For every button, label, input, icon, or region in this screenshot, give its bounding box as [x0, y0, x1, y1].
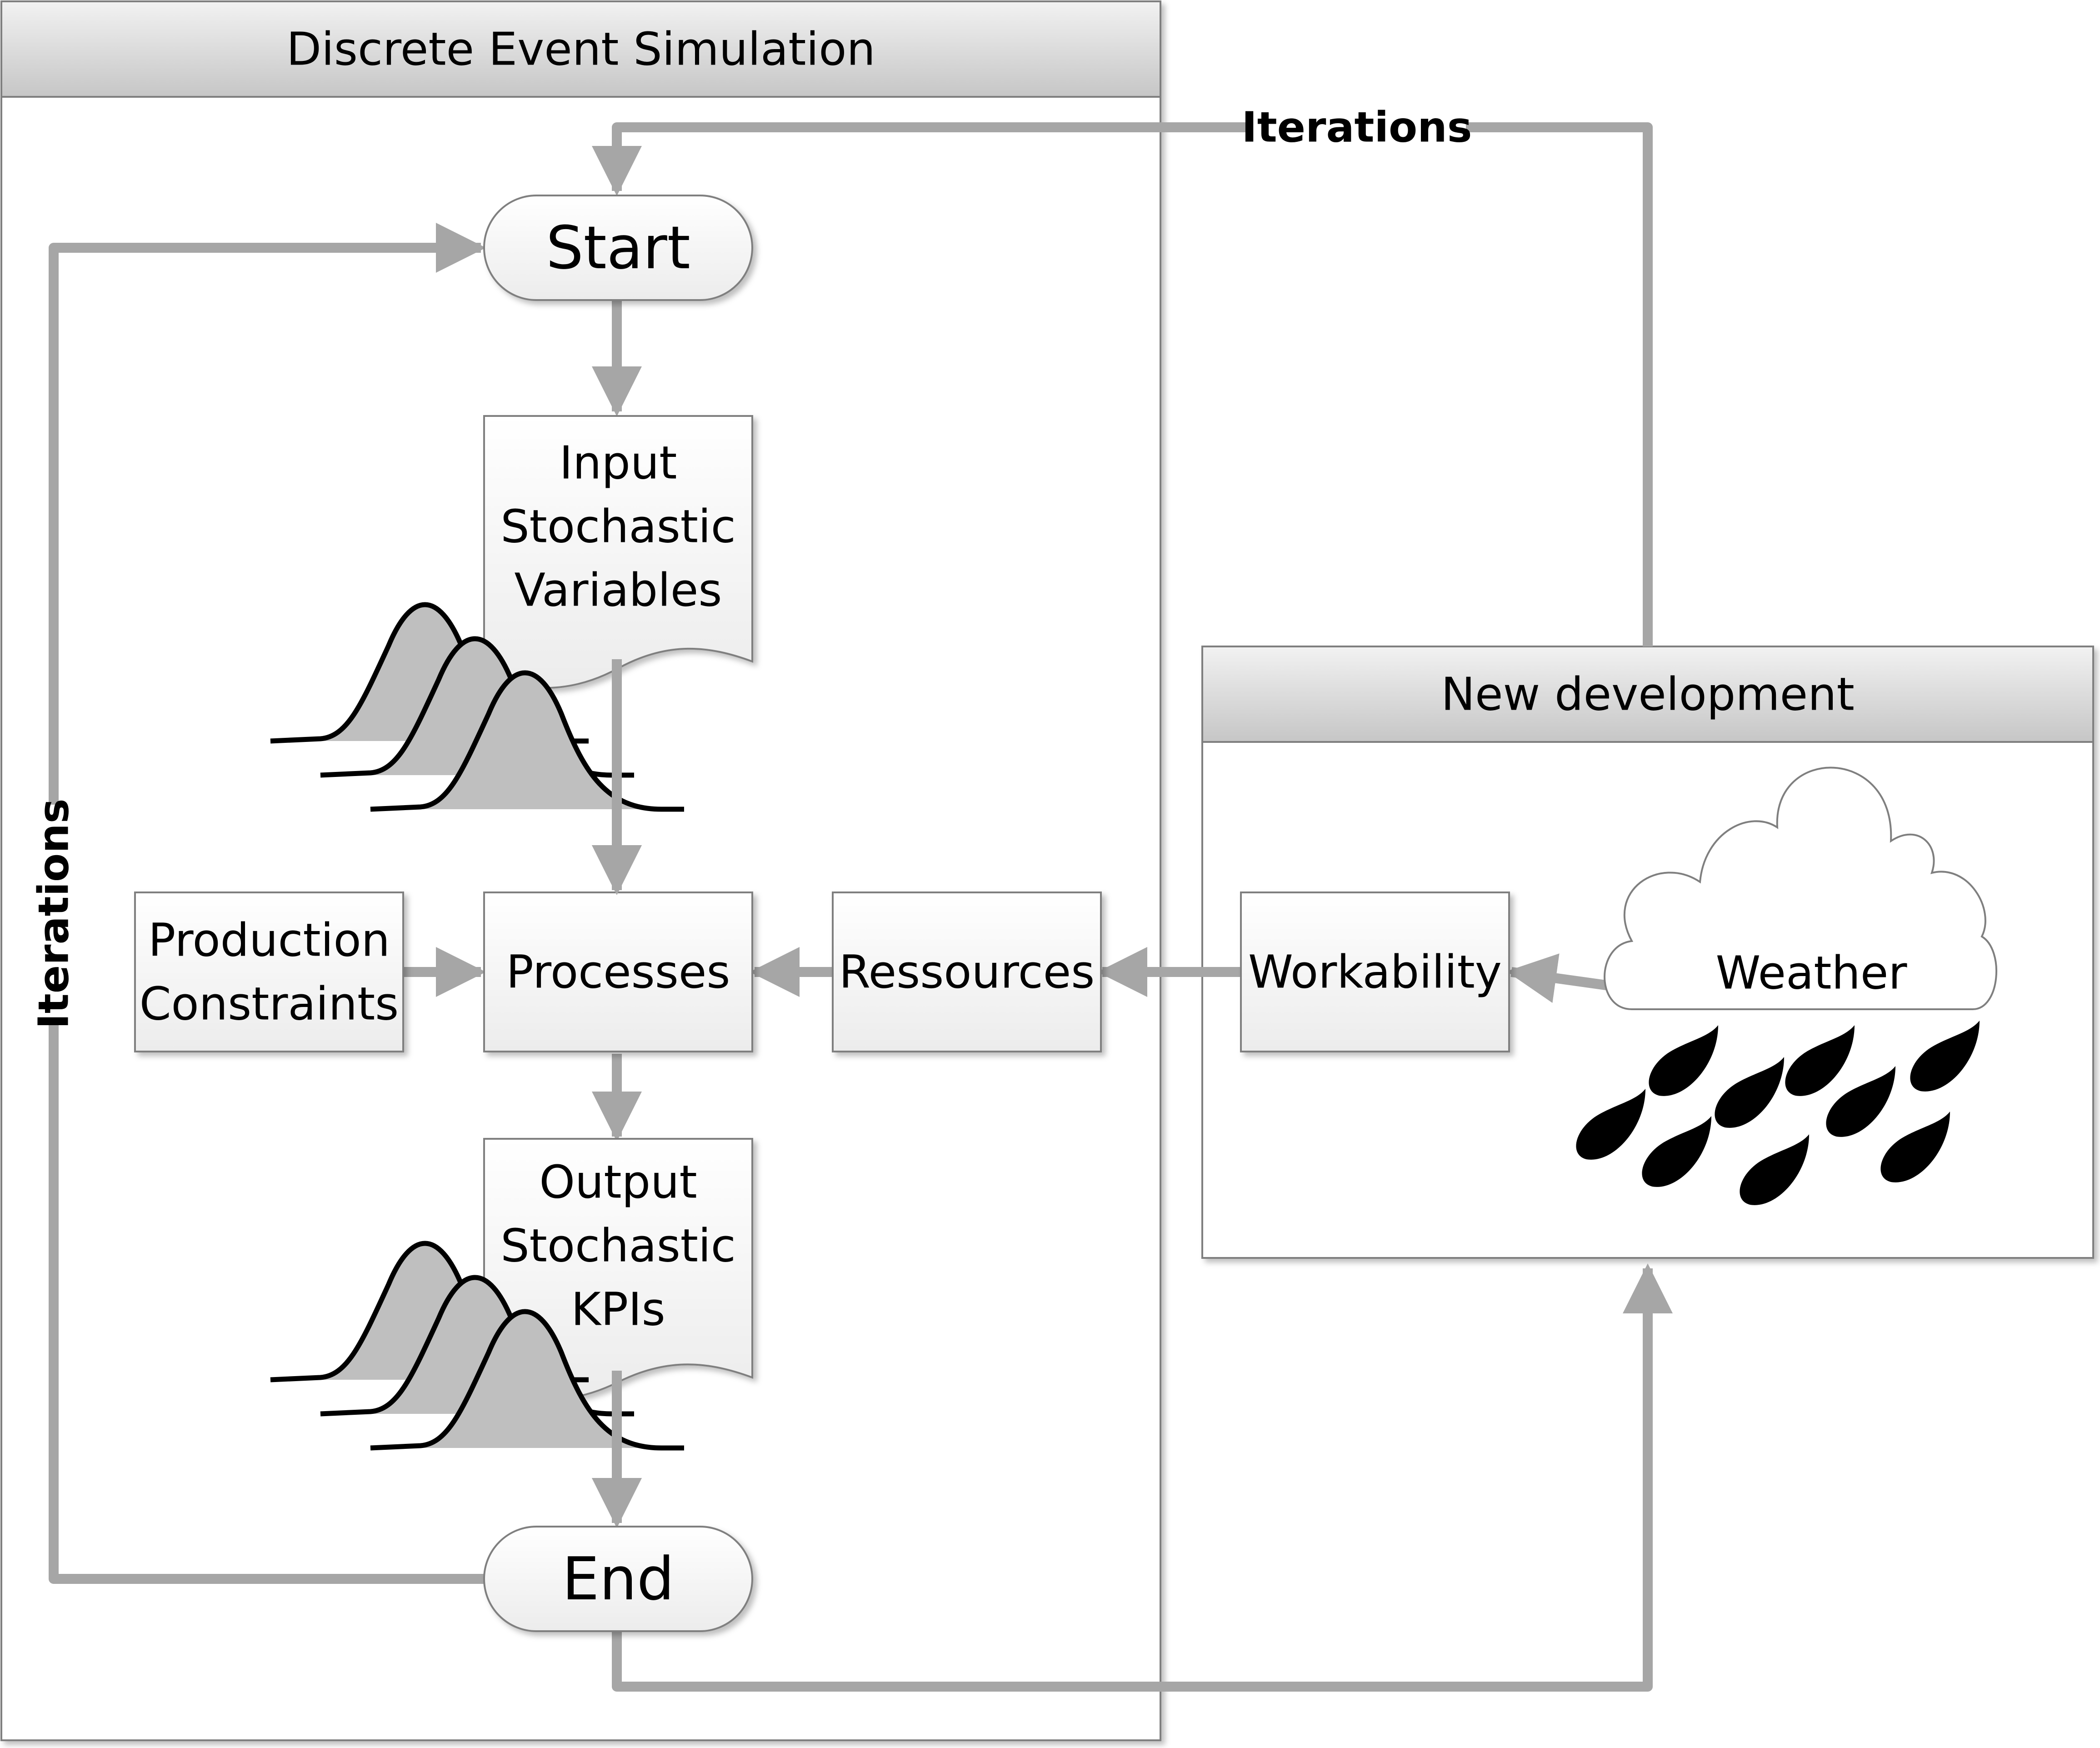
- production-constraints-line-2: Constraints: [140, 977, 399, 1031]
- output-kpis-line-1: Output: [539, 1156, 697, 1209]
- iterations-top-label: Iterations: [1241, 103, 1472, 152]
- end-node: End: [483, 1526, 753, 1632]
- development-swimlane-header: [1201, 646, 2094, 743]
- input-variables-line-2: Stochastic: [500, 500, 736, 553]
- resources-node: Ressources: [832, 892, 1102, 1052]
- development-swimlane-title: New development: [1441, 668, 1855, 721]
- output-kpis-line-3: KPIs: [571, 1283, 665, 1336]
- simulation-swimlane-header: [0, 0, 1161, 98]
- iterations-left-label-group: Iterations: [25, 798, 82, 1029]
- workability-node-label: Workability: [1248, 946, 1502, 999]
- production-constraints-node: Production Constraints: [134, 892, 404, 1052]
- start-node-label: Start: [546, 213, 690, 282]
- input-variables-line-3: Variables: [515, 564, 722, 617]
- rain-cloud-icon: [1604, 766, 1998, 1010]
- end-node-label: End: [562, 1544, 674, 1613]
- edge-end-to-development: [612, 1263, 1673, 1692]
- weather-node-label: Weather: [1715, 947, 1907, 1000]
- output-kpis-line-2: Stochastic: [500, 1219, 736, 1272]
- resources-node-label: Ressources: [839, 946, 1095, 999]
- simulation-swimlane-title: Discrete Event Simulation: [286, 23, 875, 76]
- iterations-top-label-group: Iterations: [1241, 98, 1472, 152]
- processes-node: Processes: [483, 892, 753, 1052]
- iterations-left-label: Iterations: [30, 798, 78, 1029]
- input-variables-line-1: Input: [560, 436, 677, 490]
- processes-node-label: Processes: [506, 946, 730, 999]
- workability-node: Workability: [1240, 892, 1510, 1052]
- production-constraints-line-1: Production: [148, 914, 390, 967]
- start-node: Start: [483, 195, 753, 301]
- edge-development-to-start-iterations: [592, 122, 1653, 646]
- weather-node: Weather: [1576, 766, 1998, 1205]
- input-variables-node: Input Stochastic Variables: [483, 415, 753, 689]
